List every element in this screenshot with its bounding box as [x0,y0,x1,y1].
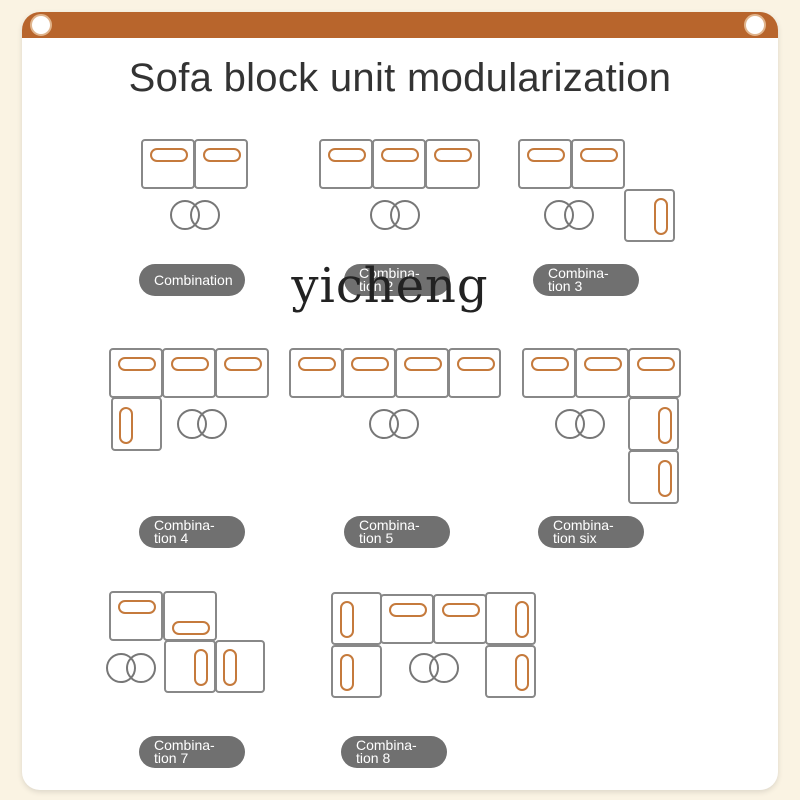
side-cushion [515,654,529,691]
ottoman-ring [197,409,227,439]
seat-module [485,592,536,645]
ottoman-ring [564,200,594,230]
seat-module [575,348,629,398]
seat-module [628,450,679,504]
seat-module [522,348,576,398]
back-cushion [531,357,569,371]
back-cushion [118,600,156,614]
seat-module [331,592,382,645]
seat-module [109,348,163,398]
ottoman-ring [429,653,459,683]
seat-module [164,640,216,693]
hanging-hole-left [30,14,52,36]
back-cushion [118,357,156,371]
side-cushion [515,601,529,638]
seat-module [141,139,195,189]
seat-module [380,594,434,644]
combination-4-label: Combina-tion 4 [139,516,245,548]
back-cushion [381,148,419,162]
side-cushion [658,460,672,497]
seat-module [372,139,426,189]
seat-module [215,640,265,693]
ottoman-ring [190,200,220,230]
back-cushion [203,148,241,162]
back-cushion [389,603,427,617]
seat-module [628,397,679,451]
side-cushion [119,407,133,444]
seat-module [215,348,269,398]
seat-module [111,397,162,451]
seat-module [163,591,217,641]
seat-module [433,594,487,644]
seat-module [194,139,248,189]
seat-module [624,189,675,242]
side-cushion [223,649,237,686]
seat-module [331,645,382,698]
seat-module [395,348,449,398]
ottoman-ring [390,200,420,230]
seat-module [162,348,216,398]
seat-module [342,348,396,398]
ottoman-ring [389,409,419,439]
back-cushion [584,357,622,371]
back-cushion [328,148,366,162]
seat-module [319,139,373,189]
back-cushion [637,357,675,371]
back-cushion [150,148,188,162]
combination-2-label: Combina-tion 2 [344,264,450,296]
combination-6-label: Combina-tion six [538,516,644,548]
back-cushion [224,357,262,371]
combination-5-label: Combina-tion 5 [344,516,450,548]
side-cushion [658,407,672,444]
seat-module [571,139,625,189]
seat-module [109,591,163,641]
top-band [22,12,778,38]
back-cushion [404,357,442,371]
combination-8-label: Combina-tion 8 [341,736,447,768]
seat-module [425,139,480,189]
front-cushion [172,621,210,635]
back-cushion [351,357,389,371]
ottoman-ring [575,409,605,439]
seat-module [628,348,681,398]
back-cushion [442,603,480,617]
page-title: Sofa block unit modularization [128,56,672,100]
back-cushion [171,357,209,371]
side-cushion [340,601,354,638]
hanging-hole-right [744,14,766,36]
ottoman-ring [126,653,156,683]
back-cushion [434,148,472,162]
back-cushion [580,148,618,162]
seat-module [289,348,343,398]
back-cushion [457,357,495,371]
combination-1-label: Combination [139,264,245,296]
back-cushion [298,357,336,371]
back-cushion [527,148,565,162]
watermark-text: yicheng [291,258,489,314]
seat-module [518,139,572,189]
combination-7-label: Combina-tion 7 [139,736,245,768]
side-cushion [340,654,354,691]
combination-3-label: Combina-tion 3 [533,264,639,296]
side-cushion [654,198,668,235]
seat-module [485,645,536,698]
side-cushion [194,649,208,686]
seat-module [448,348,501,398]
